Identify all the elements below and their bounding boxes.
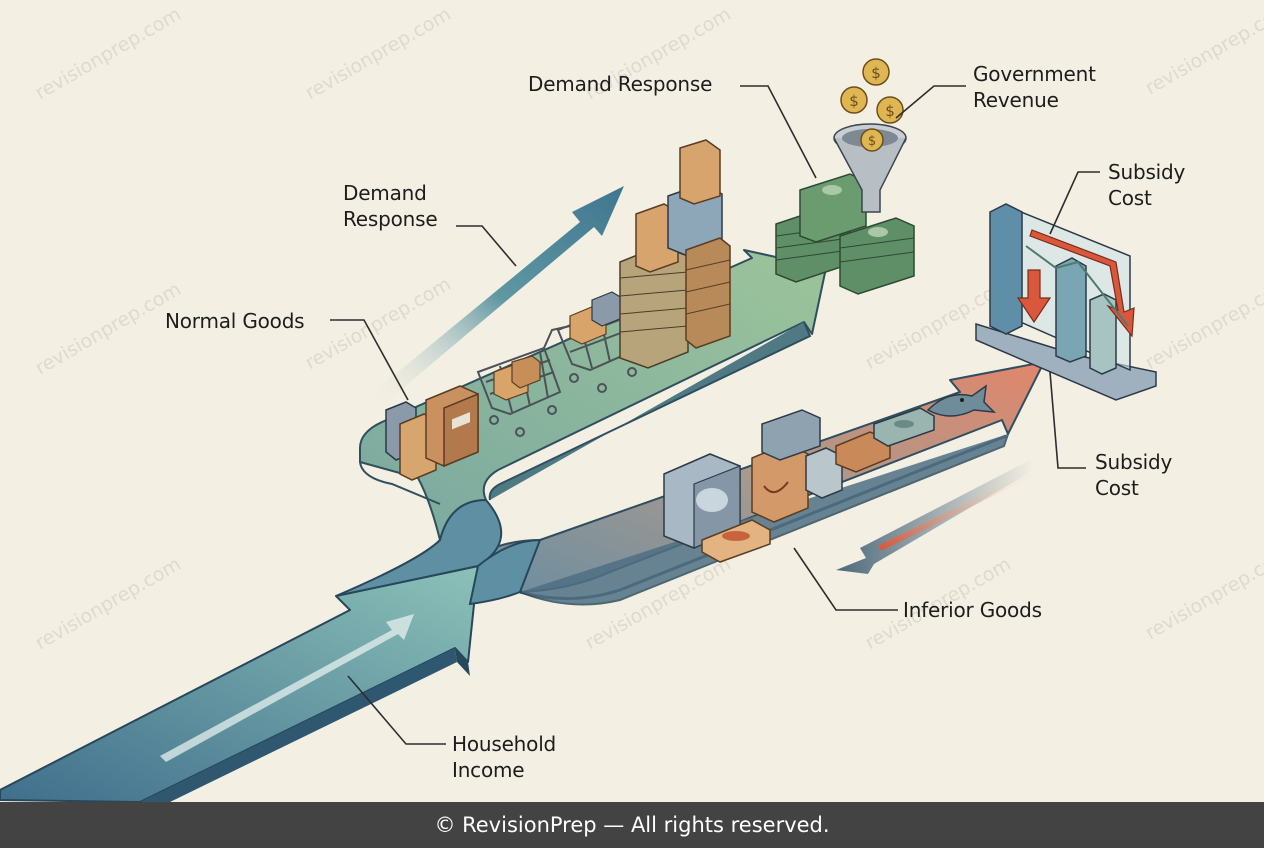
subsidy-cost-chart <box>975 203 1157 401</box>
label-demand-response-top: Demand Response <box>528 71 712 97</box>
label-text: Normal Goods <box>165 309 305 333</box>
inferior-demand-fall-arrow <box>836 460 1042 574</box>
watermark-text: revisionprep.com <box>1142 0 1264 99</box>
svg-text:$: $ <box>868 134 876 149</box>
leader-demand-response-left <box>456 225 517 267</box>
leader-normal-goods <box>330 319 409 401</box>
leader-subsidy-cost-bottom <box>1049 371 1086 469</box>
svg-text:$: $ <box>885 102 895 120</box>
money-stacks <box>775 173 915 295</box>
label-text: Cost <box>1108 186 1152 210</box>
label-text: Subsidy <box>1108 160 1186 184</box>
label-inferior-goods: Inferior Goods <box>903 597 1042 623</box>
coin-icons: $ $ $ $ <box>840 58 904 152</box>
inferior-goods-items <box>663 407 935 563</box>
label-text: Household <box>452 732 557 756</box>
leader-inferior-goods <box>793 547 898 611</box>
watermark-text: revisionprep.com <box>32 278 185 379</box>
label-subsidy-cost-bottom: Subsidy Cost <box>1095 449 1172 501</box>
label-text: Subsidy <box>1095 450 1173 474</box>
label-text: Income <box>452 758 525 782</box>
label-text: Inferior Goods <box>903 598 1042 622</box>
watermark-text: revisionprep.com <box>302 3 455 104</box>
leader-demand-response-top <box>740 85 817 179</box>
cart-1-boxes <box>493 355 541 401</box>
label-text: Revenue <box>973 88 1059 112</box>
watermark-text: revisionprep.com <box>32 553 185 654</box>
label-text: Government <box>973 62 1096 86</box>
label-household-income: Household Income <box>452 731 556 783</box>
svg-text:$: $ <box>849 92 859 110</box>
label-demand-response-left: Demand Response <box>343 180 438 232</box>
label-text: Demand Response <box>528 72 713 96</box>
svg-text:$: $ <box>871 64 881 82</box>
label-text: Response <box>343 207 438 231</box>
label-government-revenue: Government Revenue <box>973 61 1096 113</box>
leader-lines <box>330 85 1100 745</box>
label-normal-goods: Normal Goods <box>165 308 305 334</box>
leader-household-income <box>347 675 446 745</box>
leader-government-revenue <box>895 85 966 119</box>
goods-stack <box>619 139 731 369</box>
label-subsidy-cost-top: Subsidy Cost <box>1108 159 1185 211</box>
fish-icon <box>926 384 997 417</box>
leader-subsidy-cost-top <box>1049 171 1100 235</box>
copyright-footer: © RevisionPrep — All rights reserved. <box>0 802 1264 848</box>
household-income-arrow <box>0 498 542 803</box>
demand-response-arrow <box>370 186 624 404</box>
watermark-text: revisionprep.com <box>1142 543 1264 644</box>
label-text: Demand <box>343 181 427 205</box>
normal-goods-boxes <box>385 385 479 481</box>
watermark-text: revisionprep.com <box>32 3 185 104</box>
label-text: Cost <box>1095 476 1139 500</box>
watermark-text: revisionprep.com <box>1142 273 1264 374</box>
